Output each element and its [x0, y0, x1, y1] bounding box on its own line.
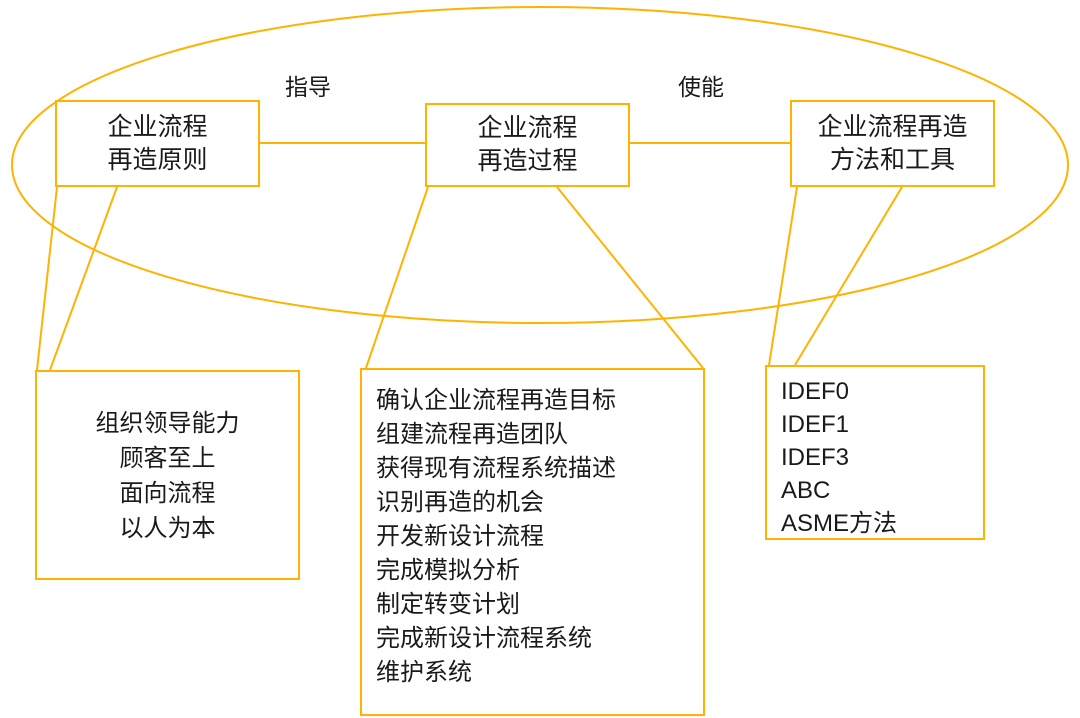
process-step: 组建流程再造团队 [376, 421, 568, 448]
box-methods-line2: 方法和工具 [829, 145, 955, 174]
edge-label-guide: 指导 [285, 74, 331, 100]
projection-process-right [556, 186, 704, 369]
projection-methods-left [768, 186, 798, 366]
principles-item: 顾客至上 [119, 445, 216, 472]
edge-label-enable: 使能 [678, 74, 724, 100]
process-step: 获得现有流程系统描述 [376, 455, 616, 482]
method-item: ASME方法 [781, 510, 898, 537]
principles-item: 面向流程 [119, 480, 216, 507]
principles-item: 组织领导能力 [95, 410, 240, 437]
projection-methods-right [794, 186, 903, 366]
box-methods: 企业流程再造 方法和工具 [790, 100, 995, 187]
box-methods-line1: 企业流程再造 [817, 112, 968, 141]
scope-ellipse [11, 6, 1069, 324]
method-item: ABC [781, 477, 831, 504]
method-item: IDEF1 [781, 411, 850, 438]
process-step: 完成新设计流程系统 [376, 625, 592, 652]
box-principles: 企业流程 再造原则 [55, 100, 260, 187]
process-step: 开发新设计流程 [376, 523, 544, 550]
process-step: 确认企业流程再造目标 [376, 387, 616, 414]
projection-principles-right [49, 186, 118, 371]
projection-principles-left [36, 186, 58, 371]
process-step: 制定转变计划 [376, 591, 520, 618]
detail-box-process: 确认企业流程再造目标 组建流程再造团队 获得现有流程系统描述 识别再造的机会 开… [360, 368, 705, 716]
principles-item: 以人为本 [119, 515, 216, 542]
box-process-line2: 再造过程 [477, 147, 578, 175]
box-principles-line1: 企业流程 [107, 112, 208, 141]
process-step: 维护系统 [376, 659, 472, 686]
method-item: IDEF3 [781, 444, 850, 471]
box-process-line1: 企业流程 [477, 114, 578, 142]
box-process: 企业流程 再造过程 [425, 103, 630, 187]
detail-box-principles: 组织领导能力 顾客至上 面向流程 以人为本 [35, 370, 300, 580]
process-step: 完成模拟分析 [376, 557, 520, 584]
detail-box-methods: IDEF0 IDEF1 IDEF3 ABC ASME方法 [765, 365, 985, 540]
process-step: 识别再造的机会 [376, 489, 544, 516]
projection-process-left [365, 186, 429, 369]
method-item: IDEF0 [781, 378, 850, 405]
box-principles-line2: 再造原则 [107, 145, 208, 174]
